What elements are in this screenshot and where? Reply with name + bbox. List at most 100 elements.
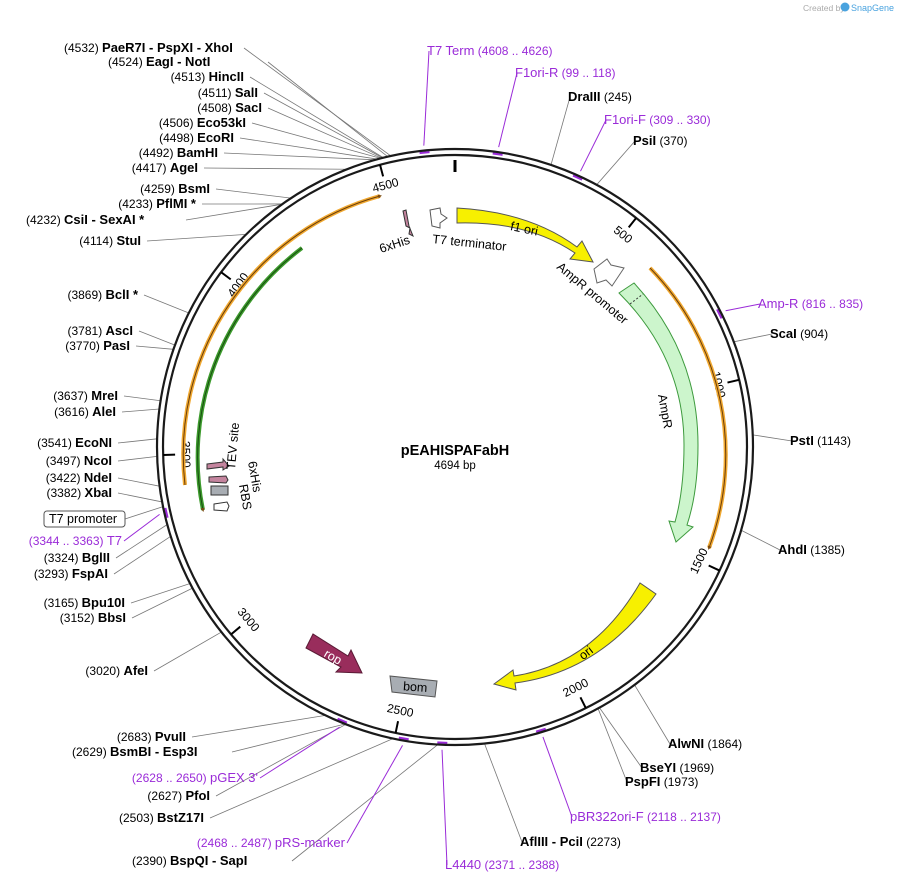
restriction-site-bseyi[interactable]: BseYI (1969) — [640, 760, 714, 775]
primer-t7[interactable]: (3344 .. 3363) T7 — [29, 533, 122, 548]
rbs-box — [210, 485, 229, 496]
orange-arc-left — [181, 194, 382, 486]
restriction-site-pvuii[interactable]: (2683) PvuII — [117, 729, 186, 744]
restriction-site-eagi[interactable]: (4524) EagI - NotI — [108, 54, 210, 69]
restriction-site-psii[interactable]: PsiI (370) — [633, 133, 687, 148]
orange-arc-right — [648, 266, 728, 550]
restriction-site-draiii[interactable]: DraIII (245) — [568, 89, 632, 104]
scale-tick — [727, 378, 740, 384]
restriction-site-bamhi[interactable]: (4492) BamHI — [139, 145, 218, 160]
primer-l4440[interactable]: L4440 (2371 .. 2388) — [445, 857, 559, 872]
restriction-site-bpu10i[interactable]: (3165) Bpu10I — [44, 595, 125, 610]
restriction-site-afliii[interactable]: AflIII - PciI (2273) — [520, 834, 621, 849]
svg-text:ScaI (904): ScaI (904) — [770, 326, 828, 341]
svg-text:(2627) PfoI: (2627) PfoI — [147, 788, 210, 803]
restriction-site-ahdi[interactable]: AhdI (1385) — [778, 542, 845, 557]
primer-prsmarker[interactable]: (2468 .. 2487) pRS-marker — [197, 835, 346, 850]
restriction-site-bglii[interactable]: (3324) BglII — [44, 550, 110, 565]
restriction-site-alwni[interactable]: AlwNI (1864) — [668, 736, 742, 751]
svg-text:L4440 (2371 .. 2388): L4440 (2371 .. 2388) — [445, 857, 559, 872]
svg-text:(4417) AgeI: (4417) AgeI — [132, 160, 198, 175]
svg-text:DraIII (245): DraIII (245) — [568, 89, 632, 104]
svg-text:(4233) PflMI *: (4233) PflMI * — [118, 196, 197, 211]
scale-tick — [394, 720, 400, 734]
svg-text:(4524) EagI - NotI: (4524) EagI - NotI — [108, 54, 210, 69]
svg-text:(4532) PaeR7I - PspXI - XhoI: (4532) PaeR7I - PspXI - XhoI — [64, 40, 233, 55]
svg-text:(3382) XbaI: (3382) XbaI — [47, 485, 113, 500]
restriction-site-hincii[interactable]: (4513) HincII — [171, 69, 244, 84]
restriction-site-bspqi[interactable]: (2390) BspQI - SapI — [132, 853, 247, 868]
primer-f1orif[interactable]: F1ori-F (309 .. 330) — [604, 112, 711, 127]
primer-marker — [398, 736, 409, 741]
scale-tick-label: 3500 — [179, 441, 194, 468]
restriction-site-ncoi[interactable]: (3497) NcoI — [46, 453, 112, 468]
svg-text:Amp-R (816 .. 835): Amp-R (816 .. 835) — [758, 296, 863, 311]
svg-text:(3637) MreI: (3637) MreI — [53, 388, 118, 403]
restriction-site-bsmbi[interactable]: (2629) BsmBI - Esp3I — [72, 744, 197, 759]
restriction-site-eco53ki[interactable]: (4506) Eco53kI — [159, 115, 246, 130]
restriction-site-pfoi[interactable]: (2627) PfoI — [147, 788, 210, 803]
scale-tick-label: 4500 — [371, 175, 401, 195]
primer-marker — [492, 152, 503, 156]
primer-marker — [337, 717, 348, 724]
svg-text:AlwNI (1864): AlwNI (1864) — [668, 736, 742, 751]
primer-ampr[interactable]: Amp-R (816 .. 835) — [758, 296, 863, 311]
restriction-site-bstz17i[interactable]: (2503) BstZ17I — [119, 810, 204, 825]
restriction-site-saci[interactable]: (4508) SacI — [197, 100, 262, 115]
restriction-site-xbai[interactable]: (3382) XbaI — [47, 485, 113, 500]
primer-t7term[interactable]: T7 Term (4608 .. 4626) — [427, 43, 553, 58]
svg-text:(3422) NdeI: (3422) NdeI — [46, 470, 112, 485]
svg-text:(4508) SacI: (4508) SacI — [197, 100, 262, 115]
plasmid-length: 4694 bp — [434, 460, 476, 472]
restriction-site-asci[interactable]: (3781) AscI — [68, 323, 134, 338]
restriction-site-fspai[interactable]: (3293) FspAI — [34, 566, 108, 581]
expression-cluster: TEV site 6xHis RBS — [206, 422, 264, 512]
svg-text:(2629) BsmBI - Esp3I: (2629) BsmBI - Esp3I — [72, 744, 197, 759]
primer-marker — [572, 174, 583, 181]
restriction-site-scai[interactable]: ScaI (904) — [770, 326, 828, 341]
primer-pgex3[interactable]: (2628 .. 2650) pGEX 3' — [132, 770, 258, 785]
primer-f1orir[interactable]: F1ori-R (99 .. 118) — [515, 65, 615, 80]
restriction-site-alei[interactable]: (3616) AleI — [54, 404, 116, 419]
svg-text:T7 Term (4608 .. 4626): T7 Term (4608 .. 4626) — [427, 43, 553, 58]
site-leader-lines — [113, 47, 793, 866]
restriction-site-psti[interactable]: PstI (1143) — [790, 433, 851, 448]
restriction-site-bcli[interactable]: (3869) BclI * — [67, 287, 138, 302]
primer-marker — [716, 308, 723, 319]
restriction-site-bsmi[interactable]: (4259) BsmI — [140, 181, 210, 196]
green-arc-left — [195, 246, 304, 512]
svg-text:(4259) BsmI: (4259) BsmI — [140, 181, 210, 196]
rbs-label: RBS — [236, 483, 254, 511]
svg-text:(3616) AleI: (3616) AleI — [54, 404, 116, 419]
restriction-site-sali[interactable]: (4511) SalI — [198, 85, 258, 100]
svg-text:(3324) BglII: (3324) BglII — [44, 550, 110, 565]
primer-pbr322orif[interactable]: pBR322ori-F (2118 .. 2137) — [570, 809, 721, 824]
restriction-site-paer7i[interactable]: (4532) PaeR7I - PspXI - XhoI — [64, 40, 233, 55]
ampr-label: AmpR — [655, 393, 675, 430]
restriction-site-bbsi[interactable]: (3152) BbsI — [60, 610, 126, 625]
svg-text:(4506) Eco53kI: (4506) Eco53kI — [159, 115, 246, 130]
restriction-site-econi[interactable]: (3541) EcoNI — [37, 435, 112, 450]
bom-label: bom — [403, 679, 428, 695]
svg-text:AflIII - PciI (2273): AflIII - PciI (2273) — [520, 834, 621, 849]
restriction-site-ndei[interactable]: (3422) NdeI — [46, 470, 112, 485]
center-title: pEAHISPAFabH 4694 bp — [401, 443, 510, 472]
svg-text:F1ori-F (309 .. 330): F1ori-F (309 .. 330) — [604, 112, 711, 127]
restriction-site-pasi[interactable]: (3770) PasI — [65, 338, 130, 353]
svg-text:(2683) PvuII: (2683) PvuII — [117, 729, 186, 744]
restriction-site-mrei[interactable]: (3637) MreI — [53, 388, 118, 403]
restriction-site-pspfi[interactable]: PspFI (1973) — [625, 774, 698, 789]
scale-tick-label: 2000 — [561, 675, 591, 700]
plasmid-backbone — [155, 147, 755, 747]
restriction-site-pflmi[interactable]: (4233) PflMI * — [118, 196, 197, 211]
his-tag-top-feature: 6xHis — [378, 209, 414, 256]
restriction-site-stui[interactable]: (4114) StuI — [79, 233, 141, 248]
svg-text:F1ori-R (99 .. 118): F1ori-R (99 .. 118) — [515, 65, 615, 80]
restriction-site-csii[interactable]: (4232) CsiI - SexAI * — [26, 212, 145, 227]
primer-marker — [535, 727, 547, 733]
restriction-site-agei[interactable]: (4417) AgeI — [132, 160, 198, 175]
scale-tick-label: 4000 — [224, 270, 251, 300]
restriction-site-ecori[interactable]: (4498) EcoRI — [159, 130, 234, 145]
restriction-site-afei[interactable]: (3020) AfeI — [85, 663, 148, 678]
